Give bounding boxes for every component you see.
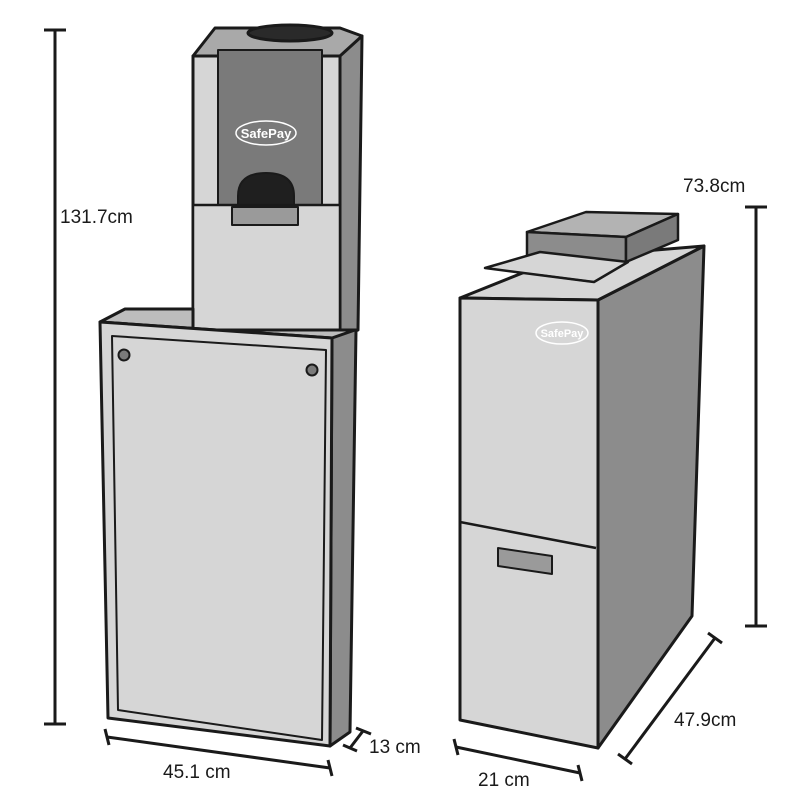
compact-kiosk: SafePay (458, 210, 706, 750)
tall-kiosk-tray (231, 206, 299, 226)
compact-kiosk-slot (497, 547, 553, 575)
tall-kiosk-logo-text: SafePay (241, 126, 292, 141)
tall-kiosk-upper-side (336, 34, 364, 340)
dimension-lines (44, 28, 767, 782)
compact-kiosk-front (458, 296, 600, 750)
tall-kiosk: SafePay (98, 23, 364, 748)
compact-width-line (455, 745, 581, 775)
compact-kiosk-tray-block-side (624, 212, 680, 264)
compact-kiosk-logo-text: SafePay (541, 328, 585, 340)
tall-depth-line (348, 730, 365, 749)
tall-kiosk-top-opening (246, 23, 334, 43)
compact-kiosk-logo: SafePay (535, 321, 589, 345)
tall-kiosk-base-door (111, 335, 327, 741)
tall-depth-label: 13 cm (369, 737, 421, 758)
tall-width-line (106, 735, 331, 770)
compact-height-label: 73.8cm (683, 176, 745, 197)
compact-depth-label: 47.9cm (674, 710, 736, 731)
compact-kiosk-door-split (459, 520, 597, 550)
tall-kiosk-screw-left (117, 348, 131, 362)
tall-kiosk-logo: SafePay (235, 120, 297, 146)
tall-height-label: 131.7cm (60, 207, 133, 228)
compact-depth-line (623, 637, 717, 760)
compact-width-label: 21 cm (478, 770, 530, 791)
tall-width-label: 45.1 cm (163, 762, 231, 783)
tall-kiosk-arch-slot (237, 172, 295, 211)
tall-kiosk-screw-right (305, 363, 319, 377)
tall-kiosk-base-side (328, 328, 358, 748)
